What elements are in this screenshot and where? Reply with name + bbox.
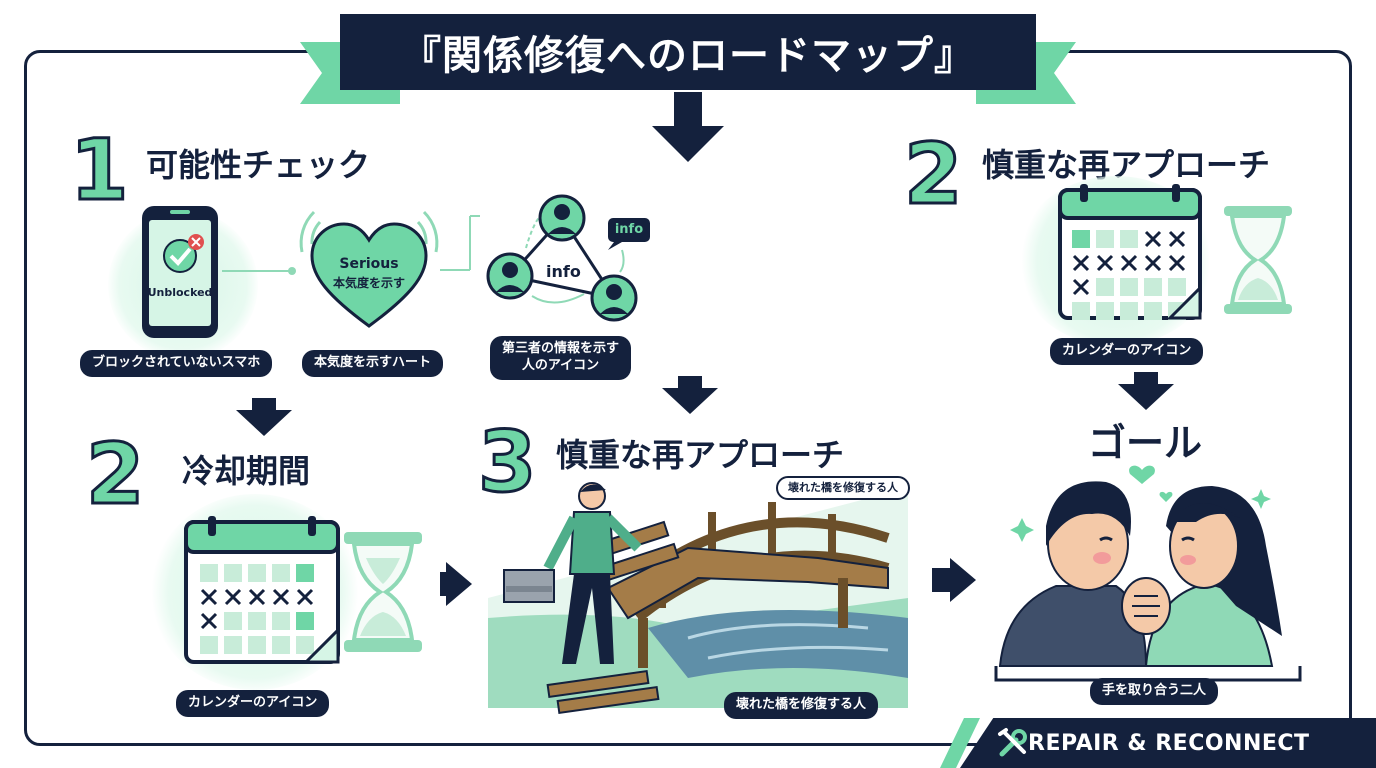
title-down-arrow-icon bbox=[652, 92, 724, 162]
heart-line2: 本気度を示す bbox=[332, 276, 405, 290]
calendar-cross-mark bbox=[1144, 254, 1162, 272]
calendar-cross-mark bbox=[1168, 254, 1186, 272]
calendar-day-cell bbox=[1096, 302, 1114, 320]
calendar-day-cell bbox=[200, 564, 218, 582]
calendar-day-cell bbox=[272, 636, 290, 654]
calendar-day-cell bbox=[296, 636, 314, 654]
calendar-left-caption: カレンダーのアイコン bbox=[176, 690, 330, 717]
right-arrow-icon bbox=[950, 558, 976, 602]
step-2-number: 2 bbox=[84, 425, 145, 523]
connector-line bbox=[440, 215, 480, 271]
footer-bar: REPAIR & RECONNECT bbox=[960, 718, 1376, 768]
calendar-day-cell bbox=[224, 612, 242, 630]
couple-holding-hands-illustration bbox=[994, 465, 1302, 682]
calendar-day-cell bbox=[1072, 302, 1090, 320]
network-bubble-text: info bbox=[614, 222, 644, 237]
step-1-number: 1 bbox=[68, 121, 129, 219]
calendar-cross-mark bbox=[200, 588, 218, 606]
bridge-top-label: 壊れた橋を修復する人 bbox=[776, 476, 910, 501]
calendar-day-cell bbox=[1168, 278, 1186, 296]
calendar-day-cell bbox=[1120, 302, 1138, 320]
right-arrow-stem bbox=[932, 568, 954, 592]
calendar-day-cell bbox=[1096, 278, 1114, 296]
calendar-right-icon bbox=[1058, 184, 1202, 320]
calendar-day-cell bbox=[1120, 230, 1138, 248]
calendar-cross-mark bbox=[1120, 254, 1138, 272]
calendar-cross-mark bbox=[1072, 278, 1090, 296]
step-2-right-number: 2 bbox=[902, 125, 963, 223]
calendar-cross-mark bbox=[1168, 230, 1186, 248]
calendar-cross-mark bbox=[1096, 254, 1114, 272]
calendar-day-cell bbox=[296, 612, 314, 630]
phone-caption: ブロックされていないスマホ bbox=[80, 350, 273, 377]
calendar-day-cell bbox=[248, 612, 266, 630]
calendar-day-cell bbox=[1144, 278, 1162, 296]
page-title: 『関係修復へのロードマップ』 bbox=[340, 14, 1036, 90]
step-2-title: 冷却期間 bbox=[182, 452, 311, 490]
step-3-number: 3 bbox=[476, 413, 537, 511]
calendar-day-cell bbox=[1072, 230, 1090, 248]
network-caption-line2: 人のアイコン bbox=[521, 357, 600, 373]
down-arrow-icon bbox=[662, 376, 718, 416]
calendar-day-cell bbox=[1120, 278, 1138, 296]
tools-icon bbox=[998, 728, 1027, 757]
bridge-repair-illustration bbox=[488, 482, 908, 715]
calendar-cross-mark bbox=[248, 588, 266, 606]
step-1-title: 可能性チェック bbox=[146, 146, 371, 184]
calendar-cross-mark bbox=[272, 588, 290, 606]
network-caption-line1: 第三者の情報を示す bbox=[502, 341, 620, 356]
third-party-network-icon bbox=[486, 194, 650, 322]
heart-caption: 本気度を示すハート bbox=[302, 350, 444, 377]
down-arrow-icon bbox=[236, 398, 292, 438]
footer-label: REPAIR & RECONNECT bbox=[1028, 730, 1310, 756]
calendar-day-cell bbox=[1144, 302, 1162, 320]
heart-icon bbox=[299, 210, 439, 328]
step-3-title: 慎重な再アプローチ bbox=[556, 436, 845, 474]
calendar-cross-mark bbox=[224, 588, 242, 606]
unblocked-phone-icon bbox=[142, 206, 218, 338]
hourglass-right-icon bbox=[1224, 206, 1292, 314]
calendar-right-caption: カレンダーのアイコン bbox=[1050, 338, 1204, 365]
calendar-day-cell bbox=[272, 612, 290, 630]
network-center-text: info bbox=[546, 262, 581, 281]
network-caption: 第三者の情報を示す 人のアイコン bbox=[490, 336, 632, 380]
calendar-day-cell bbox=[200, 636, 218, 654]
down-arrow-icon bbox=[1118, 372, 1174, 412]
right-arrow-icon bbox=[446, 562, 472, 606]
calendar-day-cell bbox=[224, 636, 242, 654]
calendar-cross-mark bbox=[1072, 254, 1090, 272]
calendar-icon bbox=[184, 516, 340, 664]
connector-line bbox=[222, 267, 296, 275]
hourglass-icon bbox=[344, 532, 422, 652]
heart-line1: Serious bbox=[339, 256, 399, 272]
calendar-day-cell bbox=[248, 636, 266, 654]
phone-screen-text: Unblocked bbox=[147, 286, 213, 299]
calendar-cross-mark bbox=[296, 588, 314, 606]
bridge-caption: 壊れた橋を修復する人 bbox=[724, 692, 879, 719]
calendar-cross-mark bbox=[1144, 230, 1162, 248]
right-arrow-stem bbox=[440, 572, 450, 596]
couple-caption: 手を取り合う二人 bbox=[1090, 678, 1219, 705]
calendar-day-cell bbox=[272, 564, 290, 582]
goal-title: ゴール bbox=[1088, 421, 1203, 465]
calendar-day-cell bbox=[296, 564, 314, 582]
calendar-day-cell bbox=[248, 564, 266, 582]
calendar-day-cell bbox=[224, 564, 242, 582]
calendar-cross-mark bbox=[200, 612, 218, 630]
calendar-day-cell bbox=[1096, 230, 1114, 248]
